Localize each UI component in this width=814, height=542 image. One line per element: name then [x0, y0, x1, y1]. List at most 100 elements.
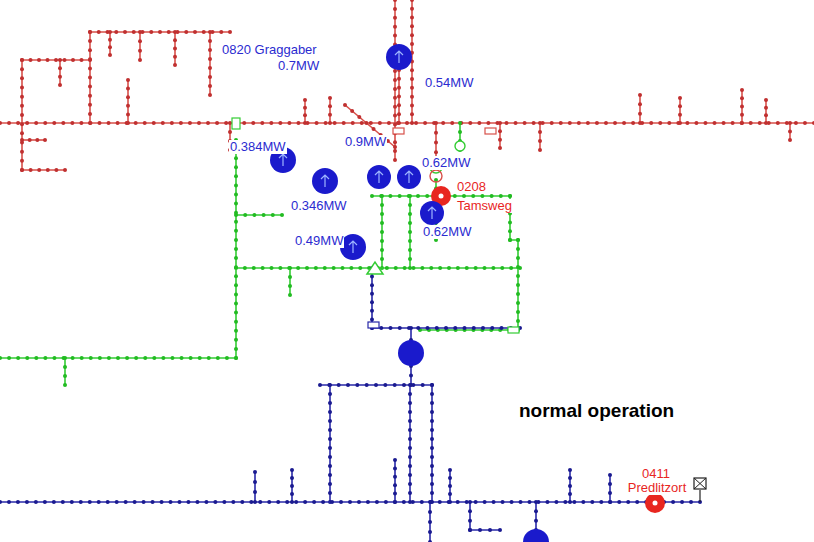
bus-point	[622, 121, 626, 125]
bus-point	[348, 500, 352, 504]
bus-point	[20, 76, 24, 80]
generator-arrow	[375, 171, 383, 183]
bus-point	[258, 500, 262, 504]
symbols	[232, 118, 706, 542]
bus-point	[402, 383, 406, 387]
bus-point	[430, 446, 434, 450]
bus-point	[428, 530, 432, 534]
bus-point	[474, 500, 478, 504]
bus-point	[393, 87, 397, 91]
bus-point	[468, 528, 472, 532]
feeder-line	[499, 123, 501, 148]
mode-caption: normal operation	[518, 400, 675, 421]
bus-point	[563, 500, 567, 504]
bus-point	[408, 266, 412, 270]
bus-point	[328, 455, 332, 459]
bus-point	[471, 194, 475, 198]
bus-point	[678, 96, 682, 100]
bus-point	[414, 121, 418, 125]
feeder-line	[329, 98, 331, 123]
bus-point	[288, 284, 292, 288]
bus-point	[34, 121, 38, 125]
generator-node: 0.62MW	[420, 201, 444, 225]
bus-point	[538, 139, 542, 143]
bus-point	[430, 455, 434, 459]
bus-point	[393, 145, 397, 149]
bus-point	[213, 500, 217, 504]
bus-point	[523, 121, 527, 125]
node-outline	[367, 165, 391, 189]
bus-point	[179, 121, 183, 125]
bus-point	[249, 500, 253, 504]
bus-point	[486, 121, 490, 125]
bus-point	[43, 356, 47, 360]
bus-point	[393, 475, 397, 479]
bus-point	[20, 86, 24, 90]
bus-point	[43, 138, 47, 142]
feeder-line	[22, 139, 45, 141]
bus-point	[447, 266, 451, 270]
bus-point	[516, 292, 520, 296]
bus-point	[43, 121, 47, 125]
bus-point	[393, 78, 397, 82]
bus-point	[315, 121, 319, 125]
node-outline	[420, 201, 444, 225]
bus-point	[631, 121, 635, 125]
bus-point	[333, 121, 337, 125]
bus-point	[508, 238, 512, 242]
bus-point	[516, 256, 520, 260]
bus-point	[328, 464, 332, 468]
bus-point	[740, 105, 744, 109]
bus-point	[388, 194, 392, 198]
bus-point	[288, 266, 292, 270]
feeder-line	[59, 60, 61, 85]
bus-point	[468, 509, 472, 513]
bus-point	[37, 168, 41, 172]
bus-point	[498, 138, 502, 142]
bus-point	[370, 300, 374, 304]
bus-point	[219, 30, 223, 34]
bus-point	[262, 213, 266, 217]
bus-point	[290, 484, 294, 488]
bus-point	[276, 500, 280, 504]
bus-point	[206, 121, 210, 125]
bus-point	[516, 301, 520, 305]
bus-point	[430, 464, 434, 468]
regulator-symbol	[694, 478, 706, 489]
bus-point	[234, 356, 238, 360]
bus-point	[358, 266, 362, 270]
bus-point	[234, 247, 238, 251]
bus-point	[421, 383, 425, 387]
generator-arrow	[279, 154, 287, 166]
bus-point	[499, 194, 503, 198]
bus-point	[234, 238, 238, 242]
generator-arrow	[428, 207, 436, 219]
bus-point	[689, 500, 693, 504]
bus-point	[180, 356, 184, 360]
bus-point	[508, 229, 512, 233]
bus-point	[151, 500, 155, 504]
bus-point	[173, 55, 177, 59]
bus-point	[106, 500, 110, 504]
bus-point	[71, 356, 75, 360]
bus-point	[303, 121, 307, 125]
power-label: 0.384MW	[229, 140, 287, 154]
bus-point	[253, 480, 257, 484]
bus-point	[538, 148, 542, 152]
bus-point	[378, 121, 382, 125]
bus-point	[234, 229, 238, 233]
bus-point	[408, 464, 412, 468]
bus-point	[20, 58, 24, 62]
feeder-line	[236, 214, 282, 216]
bus-point	[380, 203, 384, 207]
bus-point	[490, 194, 494, 198]
bus-point	[25, 500, 29, 504]
bus-point	[328, 482, 332, 486]
bus-point	[63, 365, 67, 369]
bus-point	[234, 193, 238, 197]
bus-point	[508, 238, 512, 242]
bus-point	[649, 121, 653, 125]
generator-arrow	[321, 175, 329, 187]
bus-point	[161, 121, 165, 125]
